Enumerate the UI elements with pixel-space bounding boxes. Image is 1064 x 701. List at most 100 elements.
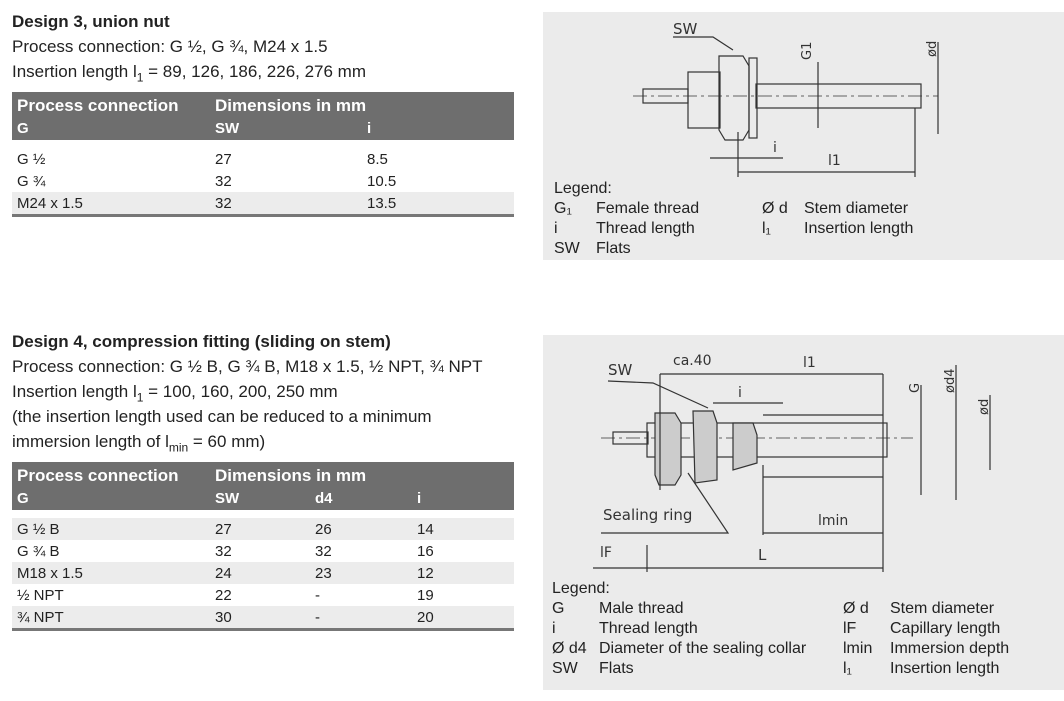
legend-title: Legend:: [554, 180, 612, 197]
legend-symbol: lF: [843, 620, 857, 637]
cell: 20: [417, 608, 434, 626]
legend-symbol: i: [554, 220, 558, 237]
cell: G ¾ B: [17, 542, 60, 560]
text: Insertion length l: [12, 382, 137, 401]
legend-symbol: Ø d4: [552, 640, 587, 657]
legend-text: Capillary length: [890, 620, 1001, 637]
legend-symbol: l₁: [762, 220, 771, 237]
design4-process-connection: Process connection: G ½ B, G ¾ B, M18 x …: [12, 357, 483, 376]
legend-text: Insertion length: [890, 660, 1000, 677]
header: Dimensions in mm: [215, 95, 367, 115]
design4-insertion-length: Insertion length l1 = 100, 160, 200, 250…: [12, 382, 338, 404]
legend-text: Flats: [599, 660, 634, 677]
cell: 19: [417, 586, 434, 604]
cell: M18 x 1.5: [17, 564, 83, 582]
label-i: i: [738, 385, 742, 401]
header: SW: [215, 490, 240, 507]
header: i: [367, 120, 372, 137]
label-lf: lF: [600, 545, 612, 561]
design4-title: Design 4, compression fitting (sliding o…: [12, 332, 391, 351]
legend-symbol: SW: [552, 660, 578, 677]
legend-text: Immersion depth: [890, 640, 1010, 657]
cell: ½ NPT: [17, 586, 64, 604]
text: = 60 mm): [188, 432, 266, 451]
label-i: i: [773, 140, 777, 156]
legend-symbol: SW: [554, 240, 580, 257]
label-l1: l1: [828, 153, 841, 169]
legend-text: Insertion length: [804, 220, 914, 237]
legend-text: Flats: [596, 240, 631, 257]
header: i: [417, 490, 422, 507]
legend-symbol: lmin: [843, 640, 873, 657]
label-d: ød: [977, 399, 992, 415]
cell: 23: [315, 564, 332, 582]
cell: 32: [215, 542, 232, 560]
text: Insertion length l: [12, 62, 137, 81]
legend-text: Female thread: [596, 200, 700, 217]
text: immersion length of l: [12, 432, 169, 451]
label-d: ød: [925, 41, 940, 57]
label-sw: SW: [608, 361, 633, 379]
legend-symbol: Ø d: [762, 200, 788, 217]
legend-symbol: i: [552, 620, 556, 637]
legend-symbol: G: [552, 600, 565, 617]
legend-right: Ø d Stem diameter lF Capillary length lmin Im…: [843, 599, 1009, 679]
legend-text: Thread length: [599, 620, 698, 637]
label-sealing-ring: Sealing ring: [603, 506, 692, 524]
label-g1: G1: [800, 42, 815, 60]
cell: G ½ B: [17, 520, 60, 538]
header: Process connection: [17, 465, 179, 485]
design3-insertion-length: Insertion length l1 = 89, 126, 186, 226,…: [12, 62, 366, 84]
header: G: [17, 490, 29, 507]
table-row: G ½ B 27 26 14: [12, 518, 514, 540]
text: = 89, 126, 186, 226, 276 mm: [143, 62, 367, 81]
legend-text: Thread length: [596, 220, 695, 237]
union-nut-drawing: SW G1 ød i l1: [633, 20, 940, 177]
label-ca40: ca.40: [673, 353, 712, 369]
cell: 22: [215, 586, 232, 604]
cell: G ¾: [17, 172, 46, 190]
cell: G ½: [17, 150, 46, 168]
label-d4: ød4: [943, 369, 958, 393]
sub: 1: [136, 390, 144, 405]
design4-note: (the insertion length used can be reduce…: [12, 407, 432, 426]
legend-text: Stem diameter: [890, 600, 995, 617]
cell: 12: [417, 564, 434, 582]
cell: 27: [215, 520, 232, 538]
cell: 26: [315, 520, 332, 538]
cell: 27: [215, 150, 232, 168]
cell: 30: [215, 608, 232, 626]
legend-text: Stem diameter: [804, 200, 909, 217]
header: Dimensions in mm: [215, 465, 367, 485]
text: = 100, 160, 200, 250 mm: [143, 382, 338, 401]
cell: 13.5: [367, 194, 397, 212]
legend-title: Legend:: [552, 580, 610, 597]
table-row: G ½ 27 8.5: [12, 148, 514, 170]
cell: 16: [417, 542, 434, 560]
cell: -: [315, 608, 320, 626]
legend-text: Diameter of the sealing collar: [599, 640, 807, 657]
label-L: L: [758, 546, 767, 564]
cell: 14: [417, 520, 434, 538]
cell: 8.5: [367, 150, 388, 168]
cell: 10.5: [367, 172, 397, 190]
label-g: G: [908, 383, 923, 393]
legend-text: Male thread: [599, 600, 684, 617]
design4-note-2: immersion length of lmin = 60 mm): [12, 432, 265, 454]
cell: 32: [215, 172, 232, 190]
legend-symbol: l₁: [843, 660, 852, 677]
cell: M24 x 1.5: [17, 194, 83, 212]
header: SW: [215, 120, 240, 137]
cell: 32: [315, 542, 332, 560]
legend-symbol: Ø d: [843, 600, 869, 617]
legend: Legend: G Male thread i Thread length Ø d4 Di…: [552, 579, 806, 679]
compression-fitting-drawing: ca.40 l1 SW i G ød4 ød Sealing ring lmin…: [593, 353, 992, 572]
header: G: [17, 120, 29, 137]
